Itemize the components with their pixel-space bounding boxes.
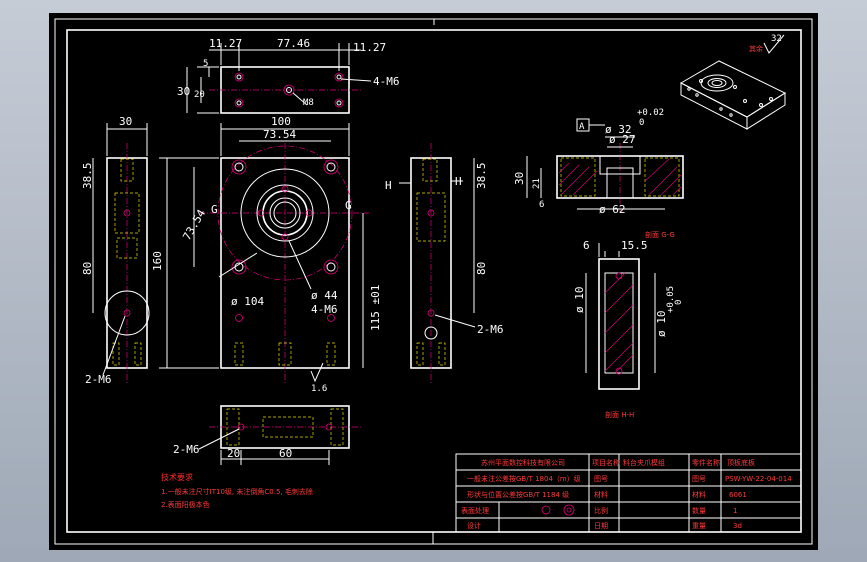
dim-hh-6: 6: [583, 239, 590, 252]
dim-front-d44: ø 44: [311, 289, 338, 302]
tech-note-1: 1.一般未注尺寸IT10级, 未注倒角C0.5, 毛刺去除: [161, 487, 313, 496]
tb-qty-value: 1: [733, 507, 737, 515]
tb-drawing-label-b: 图号: [692, 475, 706, 483]
tol-hh-lower: 0: [674, 300, 684, 305]
section-mark-g-right: G: [345, 199, 352, 212]
tol-hh-upper: +0.05: [666, 286, 676, 313]
tb-tolerance-form: 形状与位置公差按GB/T 1184 级: [467, 490, 569, 499]
tech-notes-title: 技术要求: [161, 472, 193, 482]
dim-top-center: 77.46: [277, 37, 310, 50]
tb-part-label: 零件名称: [692, 458, 720, 467]
right-view: 38.5 80 2-M6 H H: [385, 143, 504, 383]
dim-left-width: 30: [119, 115, 132, 128]
dim-front-diag: 73.54: [180, 207, 208, 243]
dim-left-38: 38.5: [81, 163, 94, 190]
tb-part-value: 顶板底板: [727, 458, 755, 467]
front-view: 100 73.54 160 73.54 ø 104 ø 44 4-M6 115 …: [151, 115, 382, 394]
dim-top-right: 11.27: [353, 41, 386, 54]
callout-left-2m6: 2-M6: [85, 373, 112, 386]
dim-hh-d10-right: ø 10: [655, 311, 668, 338]
section-gg: A ø 32 +0.02 0 ø 27 30 21 6 ø 62 剖面 G-G: [513, 108, 684, 239]
inner-border: [66, 29, 802, 533]
tol-gg-upper: +0.02: [637, 108, 664, 118]
roughness-front: 1.6: [311, 384, 327, 394]
section-hh: 6 15.5 ø 10 ø 10 +0.05 0 剖面 H-H: [573, 239, 684, 419]
dim-top-5: 5: [203, 59, 208, 69]
dim-right-80: 80: [475, 262, 488, 275]
tol-gg-lower: 0: [639, 118, 644, 128]
dim-gg-d32: ø 32: [605, 123, 632, 136]
svg-text:其余: 其余: [749, 44, 763, 53]
section-mark-h-left: H: [385, 179, 392, 192]
tb-drawing-number: PSW-YW-22-04-014: [725, 475, 792, 483]
tb-tolerance-general: 一般未注公差按GB/T 1804（m）级: [467, 474, 581, 483]
tb-qty-label: 数量: [692, 506, 706, 515]
tb-material-label-a: 材料: [594, 490, 608, 499]
callout-top-m8: M8: [303, 98, 314, 108]
roughness-symbol: 其余 32: [749, 34, 785, 54]
section-gg-label: 剖面 G-G: [645, 230, 675, 239]
tb-material-value: 6061: [729, 491, 747, 499]
dim-left-80: 80: [81, 262, 94, 275]
isometric-view: [679, 60, 787, 130]
dim-top-height: 30: [177, 85, 190, 98]
tb-company: 苏州平面数控科技有限公司: [481, 458, 565, 467]
dim-gg-21: 21: [532, 178, 542, 189]
tech-notes: 技术要求 1.一般未注尺寸IT10级, 未注倒角C0.5, 毛刺去除 2.表面阳…: [161, 472, 313, 509]
dim-front-115: 115 ±01: [369, 285, 382, 331]
dim-gg-d27: ø 27: [609, 133, 636, 146]
tb-surface-label: 表面处理: [461, 506, 489, 515]
tb-weight-label: 重量: [692, 522, 706, 530]
dim-top-20: 20: [194, 90, 205, 100]
dim-right-38: 38.5: [475, 163, 488, 190]
top-view: 11.27 77.46 11.27 5 30 20 4-M6 M8: [177, 37, 400, 114]
callout-bottom-2m6: 2-M6: [173, 443, 200, 456]
dim-front-d104: ø 104: [231, 295, 264, 308]
datum-label: A: [579, 122, 585, 132]
callout-top-4m6: 4-M6: [373, 75, 400, 88]
callout-right-2m6: 2-M6: [477, 323, 504, 336]
tb-date-label: 日期: [594, 522, 608, 530]
section-hh-label: 剖面 H-H: [605, 410, 634, 419]
roughness-value: 32: [771, 34, 782, 44]
dim-gg-6: 6: [539, 200, 544, 210]
drawing-sheet: 其余 32 11.27 77.46 11.27: [54, 18, 813, 545]
left-view: 30 38.5 80 2-M6: [81, 115, 150, 386]
cad-drawing-canvas[interactable]: 其余 32 11.27 77.46 11.27: [49, 13, 818, 550]
tb-material-label-b: 材料: [692, 490, 706, 499]
dim-top-left: 11.27: [209, 37, 242, 50]
dim-bottom-60: 60: [279, 447, 292, 460]
dim-front-pitch: 73.54: [263, 128, 296, 141]
tb-drawing-label-a: 图号: [594, 475, 608, 483]
bottom-view: 20 60 2-M6: [173, 405, 361, 465]
tb-project-value: 料台夹爪模组: [623, 458, 665, 467]
dim-front-width: 100: [271, 115, 291, 128]
dim-gg-d62: ø 62: [599, 203, 626, 216]
dim-hh-15: 15.5: [621, 239, 648, 252]
dim-front-height: 160: [151, 251, 164, 271]
tb-project-label: 项目名称: [592, 458, 620, 467]
dim-bottom-20: 20: [227, 447, 240, 460]
tech-note-2: 2.表面阳极本色: [161, 500, 210, 509]
tb-weight-value: 3d: [733, 522, 742, 530]
section-mark-g-left: G: [211, 203, 218, 216]
dim-hh-d10-left: ø 10: [573, 287, 586, 314]
callout-front-4m6: 4-M6: [311, 303, 338, 316]
title-block: 苏州平面数控科技有限公司 项目名称 料台夹爪模组 零件名称 顶板底板 一般未注公…: [455, 453, 802, 533]
tb-designer-label: 设计: [467, 521, 481, 530]
dim-gg-30: 30: [513, 172, 526, 185]
tb-scale-label: 比例: [594, 506, 608, 515]
